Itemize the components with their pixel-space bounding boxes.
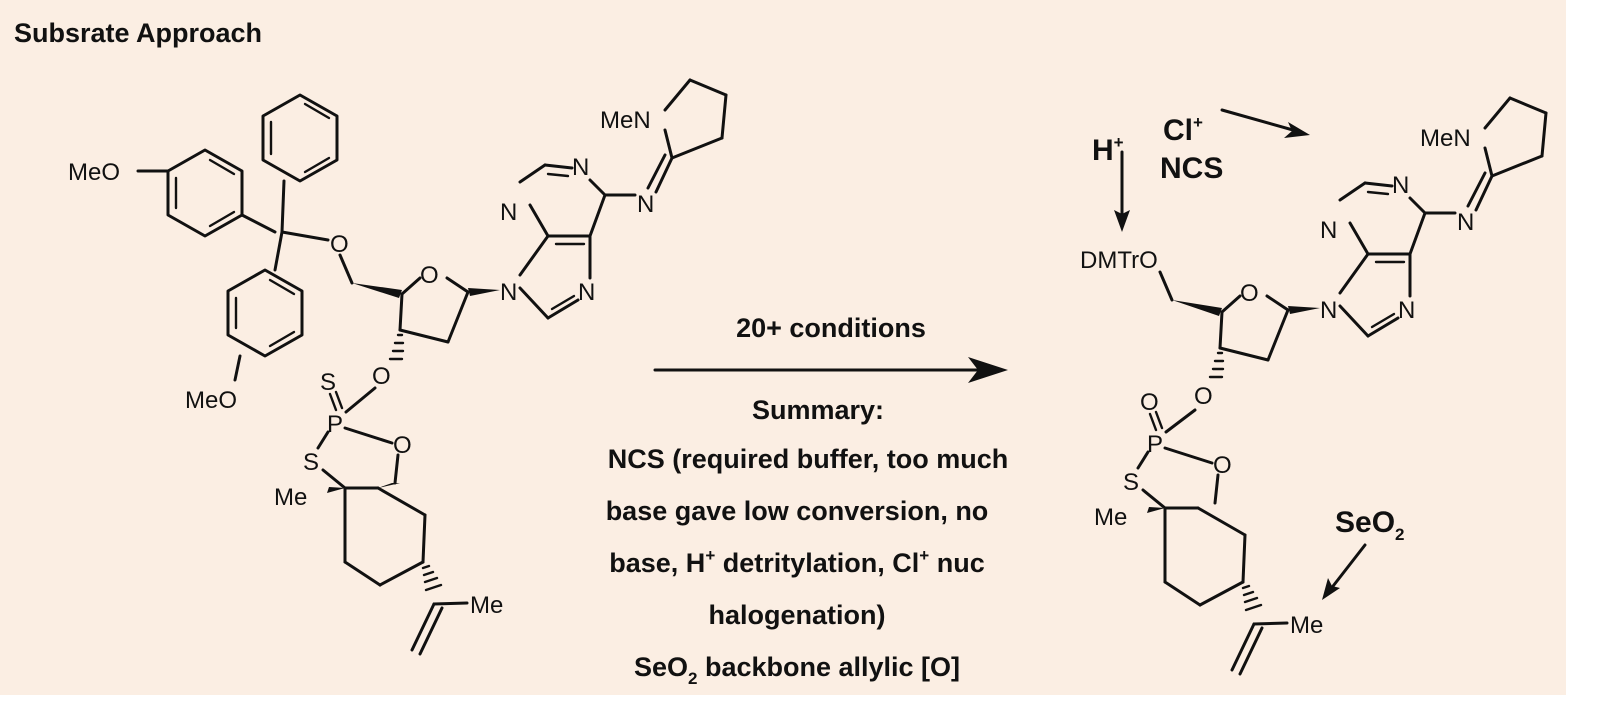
phenyl-ring [261, 93, 339, 183]
anisyl-ring-lower [226, 268, 304, 358]
scheme-panel [0, 0, 1566, 695]
reaction-conditions: 20+ conditions Summary: NCS (required bu… [606, 313, 1009, 688]
proton-label: H+ [1092, 133, 1124, 167]
chloronium-arrow [1220, 108, 1302, 134]
product-purine-n1: N [1392, 172, 1409, 199]
conditions-count-label: 20+ conditions [736, 313, 926, 343]
product-phosphorus-label: P [1147, 431, 1163, 458]
product-sugar-oxygen: O [1240, 280, 1259, 307]
product-purine-n3: N [1320, 217, 1337, 244]
purine-n1-label: N [572, 154, 589, 181]
quaternary-methyl-label: Me [274, 484, 307, 511]
summary-line-3: base, H+ detritylation, Cl+ nuc [609, 546, 984, 578]
dmtro-label: DMTrO [1080, 247, 1158, 274]
purine-n3-label: N [500, 199, 517, 226]
summary-line-1: NCS (required buffer, too much [608, 444, 1009, 474]
product-ring-oxygen: O [1213, 452, 1232, 479]
phosphorus-label: P [327, 411, 343, 438]
product-quaternary-methyl: Me [1094, 504, 1127, 531]
ring-oxygen-label: O [393, 432, 412, 459]
me-wedge [327, 487, 345, 493]
methoxy-bottom-label: MeO [185, 387, 237, 414]
product-three-prime-oxygen: O [1194, 383, 1213, 410]
chloronium-label: Cl+ [1163, 113, 1203, 147]
product-purine-n7: N [1398, 297, 1415, 324]
imine-n-label: N [637, 191, 654, 218]
anisyl-ring-upper [166, 148, 244, 238]
scheme-title: Subsrate Approach [14, 18, 262, 48]
n-methyl-label: MeN [600, 107, 651, 134]
hash-bond-3p [388, 333, 405, 361]
product-n-methyl-label: MeN [1420, 125, 1471, 152]
reaction-arrow-head [968, 357, 1008, 383]
summary-line-2: base gave low conversion, no [606, 496, 989, 526]
seo2-arrow [1328, 543, 1367, 592]
methoxy-top-label: MeO [68, 159, 120, 186]
starting-material: MeO O MeO O [68, 78, 728, 656]
summary-line-5: SeO2 backbone allylic [O] [634, 652, 960, 688]
purine-n9-label: N [500, 279, 517, 306]
sugar-ring-oxygen: O [420, 262, 439, 289]
product-ring-sulfur: S [1123, 469, 1139, 496]
summary-title: Summary: [752, 395, 884, 425]
ether-oxygen-label: O [330, 231, 349, 258]
ring-sulfur-label: S [303, 449, 319, 476]
isopropenyl-hash [421, 564, 443, 592]
product: H+ Cl+ NCS DMTrO O O P O O [1080, 96, 1548, 676]
thione-sulfur-label: S [320, 369, 336, 396]
ncs-label: NCS [1160, 152, 1223, 185]
product-oxo-label: O [1140, 389, 1159, 416]
product-purine-n9: N [1320, 297, 1337, 324]
product-hash-bond-3p [1208, 351, 1225, 379]
seo2-label: SeO2 [1335, 506, 1405, 544]
alkene-methyl-label: Me [470, 592, 503, 619]
product-imine-n: N [1457, 209, 1474, 236]
product-alkene-methyl: Me [1290, 612, 1323, 639]
purine-n7-label: N [578, 279, 595, 306]
three-prime-oxygen-label: O [372, 363, 391, 390]
summary-line-4: halogenation) [709, 600, 886, 630]
product-isopropenyl-hash [1241, 584, 1263, 612]
